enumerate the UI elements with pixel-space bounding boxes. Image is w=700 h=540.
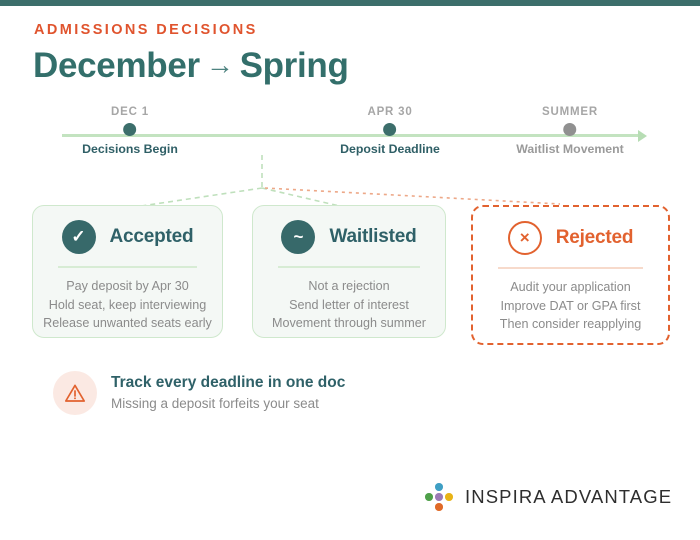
card-divider xyxy=(277,266,421,268)
card-header: ✓ Accepted xyxy=(33,220,222,254)
timeline: DEC 1 Decisions Begin APR 30 Deposit Dea… xyxy=(0,105,700,175)
warning-triangle-icon xyxy=(53,371,97,415)
brand-logo: INSPIRA ADVANTAGE xyxy=(424,482,672,512)
check-icon: ✓ xyxy=(61,220,96,254)
timeline-node-label: Decisions Begin xyxy=(82,142,178,156)
logo-wordmark: INSPIRA ADVANTAGE xyxy=(465,486,673,507)
card-title: Accepted xyxy=(109,226,194,247)
card-waitlisted[interactable]: ~ Waitlisted Not a rejection Send letter… xyxy=(252,205,446,338)
logo-dots-icon xyxy=(424,482,454,512)
timeline-track xyxy=(62,134,642,137)
card-line: Release unwanted seats early xyxy=(43,316,212,330)
logo-dot-green xyxy=(425,493,433,501)
timeline-node-date: DEC 1 xyxy=(111,106,149,118)
card-line: Then consider reapplying xyxy=(499,317,642,331)
card-title: Waitlisted xyxy=(329,226,417,247)
card-body: Audit your application Improve DAT or GP… xyxy=(473,278,668,334)
card-line: Improve DAT or GPA first xyxy=(500,298,641,313)
logo-dot-blue xyxy=(435,483,443,491)
callout-text: Track every deadline in one doc Missing … xyxy=(111,373,345,413)
top-accent-bar xyxy=(0,0,700,6)
card-line: Hold seat, keep interviewing xyxy=(48,297,207,312)
timeline-node-dec1[interactable]: DEC 1 Decisions Begin xyxy=(82,105,178,156)
page-title-end: Spring xyxy=(239,46,349,85)
page-title-start: December xyxy=(33,46,200,85)
card-line: Send letter of interest xyxy=(289,297,409,312)
x-circle-icon: × xyxy=(507,221,542,255)
tilde-icon: ~ xyxy=(281,220,316,254)
card-header: ~ Waitlisted xyxy=(253,220,445,254)
card-divider xyxy=(57,266,198,268)
timeline-node-label: Deposit Deadline xyxy=(340,142,440,156)
card-line: Movement through summer xyxy=(272,316,426,330)
timeline-arrow-icon xyxy=(638,129,647,142)
callout-note: Track every deadline in one doc Missing … xyxy=(53,371,345,415)
eyebrow-label: ADMISSIONS DECISIONS xyxy=(34,22,258,38)
logo-dot-yellow xyxy=(445,493,453,501)
callout-subtitle: Missing a deposit forfeits your seat xyxy=(111,396,319,411)
timeline-dot-icon xyxy=(123,123,137,136)
timeline-node-date: APR 30 xyxy=(367,106,413,118)
card-accepted[interactable]: ✓ Accepted Pay deposit by Apr 30 Hold se… xyxy=(32,205,223,338)
timeline-node-date: SUMMER xyxy=(542,106,598,118)
card-line: Audit your application xyxy=(510,280,631,294)
callout-title: Track every deadline in one doc xyxy=(111,374,346,391)
card-line: Not a rejection xyxy=(308,279,390,293)
card-rejected[interactable]: × Rejected Audit your application Improv… xyxy=(471,205,670,345)
page-title: December→Spring xyxy=(33,46,349,86)
logo-dot-purple xyxy=(435,493,443,501)
timeline-node-label: Waitlist Movement xyxy=(516,142,624,156)
arrow-right-icon: → xyxy=(205,49,234,80)
card-body: Not a rejection Send letter of interest … xyxy=(253,277,445,333)
card-body: Pay deposit by Apr 30 Hold seat, keep in… xyxy=(33,277,222,333)
timeline-dot-icon xyxy=(383,123,397,136)
card-title: Rejected xyxy=(555,227,634,248)
timeline-node-apr30[interactable]: APR 30 Deposit Deadline xyxy=(340,105,440,156)
timeline-node-summer[interactable]: SUMMER Waitlist Movement xyxy=(516,105,624,156)
timeline-dot-icon xyxy=(563,123,577,136)
logo-dot-orange xyxy=(435,503,443,511)
card-line: Pay deposit by Apr 30 xyxy=(66,279,189,293)
card-header: × Rejected xyxy=(473,221,668,255)
card-divider xyxy=(498,267,643,269)
